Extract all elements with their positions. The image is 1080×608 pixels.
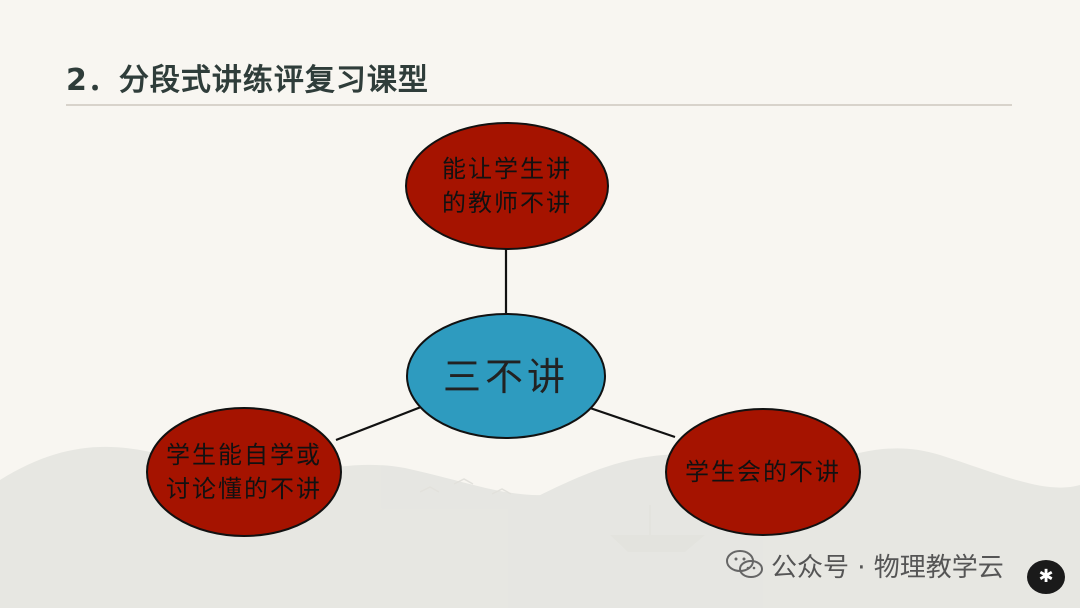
- center-node-label: 三不讲: [442, 355, 569, 399]
- watermark-text: 公众号 · 物理教学云: [771, 552, 1004, 583]
- connector-lines: [335, 249, 676, 442]
- node-left-circle: [146, 407, 342, 537]
- center-node-circle: [406, 313, 606, 439]
- connector-left: [335, 405, 422, 442]
- wechat-watermark: 公众号 · 物理教学云: [727, 545, 1004, 585]
- node-right-label: 学生会的不讲: [685, 458, 841, 486]
- wechat-icon: [727, 549, 763, 581]
- connector-right: [589, 406, 676, 439]
- node-right-circle: [665, 408, 861, 536]
- title-divider: [66, 104, 1012, 106]
- more-button[interactable]: ✱: [1027, 560, 1065, 594]
- wechat-watermark-icon: [726, 550, 763, 578]
- slide-title: 2．分段式讲练评复习课型: [66, 63, 429, 98]
- node-top-circle: [405, 122, 609, 250]
- node-left-label: 学生能自学或 讨论懂的不讲: [166, 441, 322, 503]
- node-top-label: 能让学生讲 的教师不讲: [442, 155, 572, 217]
- dots-icon: ✱: [1038, 566, 1054, 587]
